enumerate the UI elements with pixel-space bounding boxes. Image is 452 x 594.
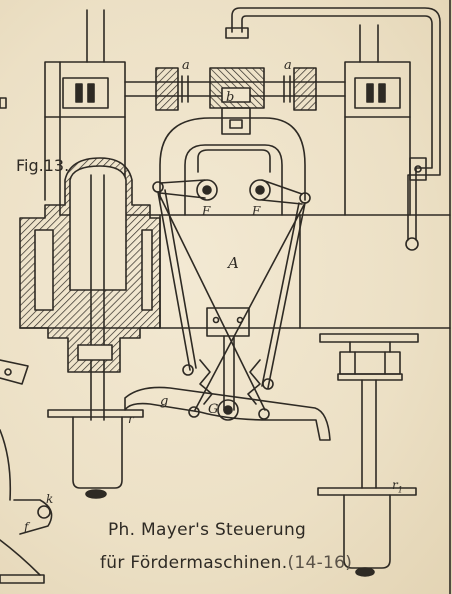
figure-label: Fig.13.: [16, 156, 70, 175]
part-label-k: k: [46, 492, 54, 506]
caption-line-2: für Fördermaschinen.(14-16): [100, 553, 352, 573]
left-lower-spindle: [47, 409, 144, 499]
part-label-g: g: [160, 394, 169, 409]
eccentric-links: [152, 179, 311, 411]
right-valve-box: [344, 24, 411, 216]
governor: [182, 307, 274, 411]
part-label-r1: r1: [392, 478, 403, 495]
caption-line-1: Ph. Mayer's Steuerung: [108, 520, 307, 540]
part-label-a-right: a: [284, 58, 292, 73]
left-cylinder-section: [19, 157, 161, 421]
lever-g: [124, 386, 331, 441]
part-label-F-left: F: [202, 204, 211, 218]
valve-spindle: [124, 67, 346, 135]
caption-text: für Fördermaschinen.: [100, 553, 288, 573]
part-label-r: r: [128, 412, 134, 426]
part-label-b: b: [226, 90, 235, 105]
left-edge-fragments: [0, 97, 53, 584]
part-label-A: A: [228, 254, 239, 272]
part-label-f: f: [24, 520, 29, 534]
left-valve-box: [44, 9, 126, 201]
part-label-F-right: F: [252, 204, 261, 218]
right-lower-spindle: [317, 333, 419, 577]
arch-frame: [159, 117, 306, 216]
part-label-a-left: a: [182, 58, 190, 73]
steam-pipe: [225, 7, 441, 251]
caption-ref: (14-16): [287, 553, 353, 573]
part-label-G: G: [208, 402, 219, 417]
